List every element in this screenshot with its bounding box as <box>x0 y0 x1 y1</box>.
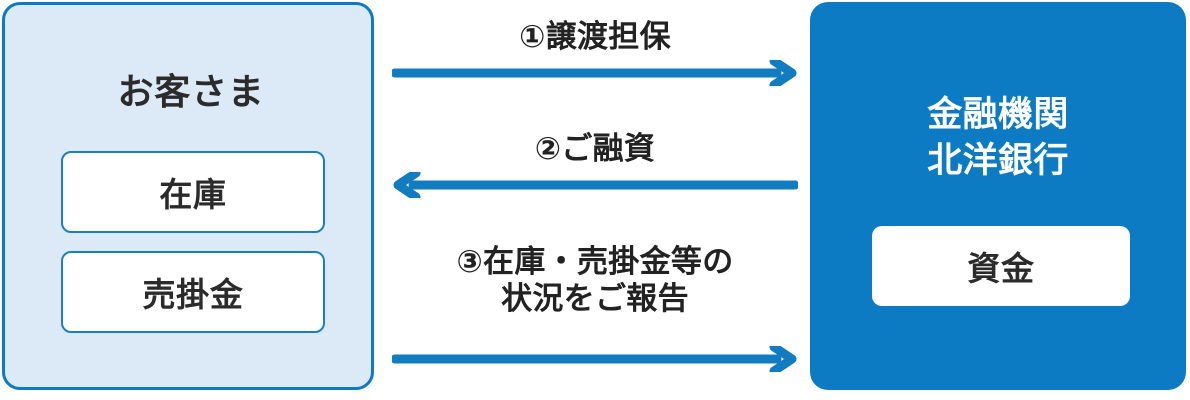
bank-title-line-2: 北洋銀行 <box>927 140 1069 180</box>
fund-box: 資金 <box>872 226 1130 306</box>
customer-panel-title: お客さま <box>117 71 265 112</box>
bank-title-line-1: 金融機関 <box>927 95 1069 134</box>
flow-label-2: ②ご融資 <box>534 131 656 166</box>
flow-arrow-3-right <box>392 346 798 372</box>
customer-panel: お客さま 在庫 売掛金 <box>2 2 374 390</box>
flow-arrow-2-left <box>392 172 798 198</box>
flow-arrow-1-right <box>392 60 798 86</box>
asset-box-receivables: 売掛金 <box>61 251 325 333</box>
bank-panel: 金融機関 北洋銀行 資金 <box>810 2 1186 390</box>
bank-panel-title: 金融機関 北洋銀行 <box>810 92 1186 183</box>
asset-box-inventory: 在庫 <box>61 151 325 233</box>
flow-label-1: ①譲渡担保 <box>519 19 671 54</box>
flow-label-3: ③在庫・売掛金等の 状況をご報告 <box>456 244 734 317</box>
